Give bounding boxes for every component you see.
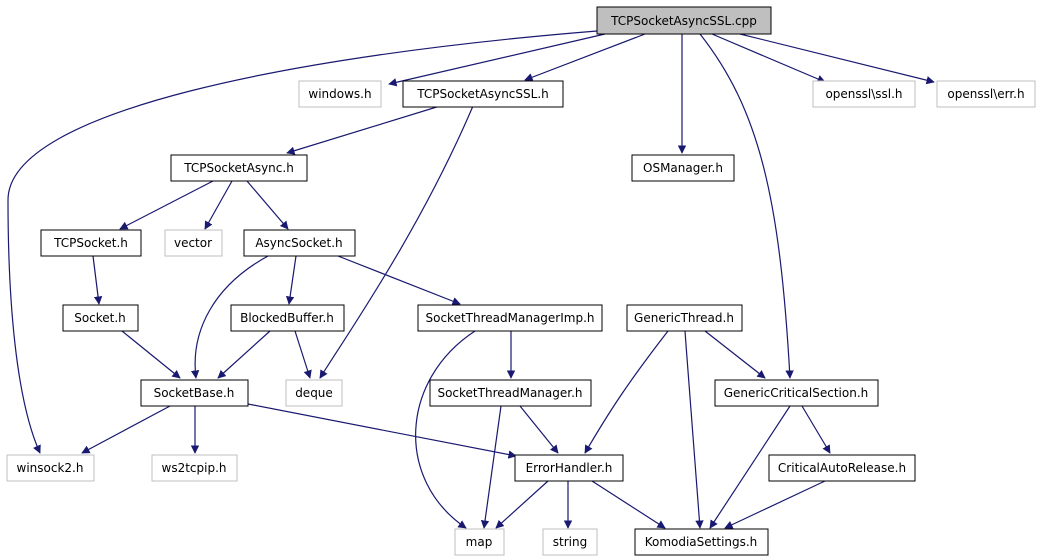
node-label: ws2tcpip.h	[162, 461, 227, 475]
node-label: KomodiaSettings.h	[645, 535, 758, 549]
node-label: BlockedBuffer.h	[240, 311, 334, 325]
node-tcpsocketasyncssl-h[interactable]: TCPSocketAsyncSSL.h	[402, 80, 564, 108]
node-criticalautorelease-h[interactable]: CriticalAutoRelease.h	[768, 454, 916, 482]
edge-cpp-to-openssl-err	[739, 33, 935, 85]
edge-stm-to-map	[480, 405, 502, 529]
edge-gcs-to-criticalautorelease	[801, 405, 831, 454]
edge-genericthread-to-genericcriticalsection	[704, 330, 766, 379]
edge-cpp-to-windows	[388, 33, 606, 87]
nodes: TCPSocketAsyncSSL.cpp windows.h TCPSocke…	[6, 6, 1036, 556]
node-socketthreadmanager-h[interactable]: SocketThreadManager.h	[429, 379, 592, 407]
edge-socketbase-to-errorhandler	[247, 403, 517, 459]
node-socketthreadmanagerimp-h[interactable]: SocketThreadManagerImp.h	[417, 304, 603, 332]
node-label: map	[466, 535, 493, 549]
node-label: TCPSocketAsyncSSL.cpp	[610, 14, 757, 28]
edge-gcs-to-komodiasettings	[709, 405, 791, 529]
node-label: windows.h	[308, 87, 371, 101]
node-tcpsocket-h[interactable]: TCPSocket.h	[40, 229, 142, 257]
edge-asyncsocket-to-blockedbuffer	[285, 255, 297, 305]
node-label: CriticalAutoRelease.h	[778, 461, 906, 475]
node-label: vector	[174, 236, 212, 250]
edge-async-to-vector	[204, 180, 233, 230]
node-komodiasettings-h[interactable]: KomodiaSettings.h	[634, 528, 769, 556]
node-openssl-ssl-h[interactable]: openssl\ssl.h	[812, 80, 916, 108]
edge-asyncsocket-to-socketthreadmanagerimp	[337, 255, 461, 306]
node-label: SocketBase.h	[154, 386, 235, 400]
edge-errorhandler-to-komodiasettings	[591, 480, 666, 529]
node-ws2tcpip-h[interactable]: ws2tcpip.h	[151, 454, 238, 482]
node-label: TCPSocket.h	[53, 236, 128, 250]
node-string[interactable]: string	[542, 528, 598, 556]
node-label: TCPSocketAsyncSSL.h	[416, 87, 549, 101]
node-label: Socket.h	[74, 311, 126, 325]
node-label: AsyncSocket.h	[255, 236, 342, 250]
edge-async-to-asyncsocket	[246, 180, 289, 230]
edge-blockedbuffer-to-socketbase	[217, 330, 271, 379]
edge-cpp-to-winsock2	[7, 30, 598, 454]
node-label: openssl\ssl.h	[825, 87, 902, 101]
node-tcpsocketasync-h[interactable]: TCPSocketAsync.h	[170, 154, 308, 182]
node-label: GenericCriticalSection.h	[724, 386, 869, 400]
node-vector[interactable]: vector	[164, 229, 223, 257]
node-label: openssl\err.h	[947, 87, 1024, 101]
edge-ssl-h-to-tcpsocketasync	[286, 105, 441, 155]
edge-cpp-to-tcpsocketasyncssl-h	[524, 33, 646, 82]
node-map[interactable]: map	[454, 528, 505, 556]
edge-cpp-to-openssl-ssl	[711, 33, 826, 83]
node-socket-h[interactable]: Socket.h	[62, 304, 139, 332]
node-label: winsock2.h	[17, 461, 84, 475]
edge-stmimp-to-map	[415, 330, 476, 529]
edge-ssl-h-to-deque	[319, 105, 474, 379]
edge-errorhandler-to-map	[495, 480, 549, 529]
node-asyncsocket-h[interactable]: AsyncSocket.h	[243, 229, 356, 257]
edge-stm-to-errorhandler	[519, 405, 559, 454]
edge-cpp-to-genericcriticalsection	[699, 33, 794, 379]
node-label: deque	[295, 386, 333, 400]
node-label: OSManager.h	[643, 161, 723, 175]
edge-async-to-tcpsocket	[119, 180, 214, 230]
node-label: string	[553, 535, 587, 549]
node-socketbase-h[interactable]: SocketBase.h	[140, 379, 249, 407]
edges	[7, 30, 935, 529]
edge-socketbase-to-winsock2	[81, 405, 171, 454]
edge-blockedbuffer-to-deque	[294, 330, 312, 379]
node-errorhandler-h[interactable]: ErrorHandler.h	[514, 454, 624, 482]
edge-genericthread-to-errorhandler	[584, 330, 669, 454]
node-deque[interactable]: deque	[285, 379, 343, 407]
edge-asyncsocket-to-socketbase	[190, 255, 269, 379]
node-label: SocketThreadManager.h	[437, 386, 582, 400]
node-genericcriticalsection-h[interactable]: GenericCriticalSection.h	[714, 379, 879, 407]
edge-socket-to-socketbase	[121, 330, 181, 379]
node-windows-h[interactable]: windows.h	[298, 80, 382, 108]
node-blockedbuffer-h[interactable]: BlockedBuffer.h	[230, 304, 345, 332]
node-osmanager-h[interactable]: OSManager.h	[631, 154, 735, 182]
node-openssl-err-h[interactable]: openssl\err.h	[936, 80, 1036, 108]
node-label: TCPSocketAsync.h	[183, 161, 294, 175]
edge-tcpsocket-to-socket	[92, 255, 103, 305]
edge-criticalautorelease-to-komodiasettings	[724, 480, 826, 529]
node-tcpsocketasyncssl-cpp[interactable]: TCPSocketAsyncSSL.cpp	[596, 6, 772, 35]
node-winsock2-h[interactable]: winsock2.h	[6, 454, 95, 482]
node-label: SocketThreadManagerImp.h	[426, 311, 595, 325]
edge-genericthread-to-komodiasettings	[684, 330, 704, 529]
node-label: GenericThread.h	[634, 311, 734, 325]
node-label: ErrorHandler.h	[526, 461, 613, 475]
node-genericthread-h[interactable]: GenericThread.h	[626, 304, 743, 332]
